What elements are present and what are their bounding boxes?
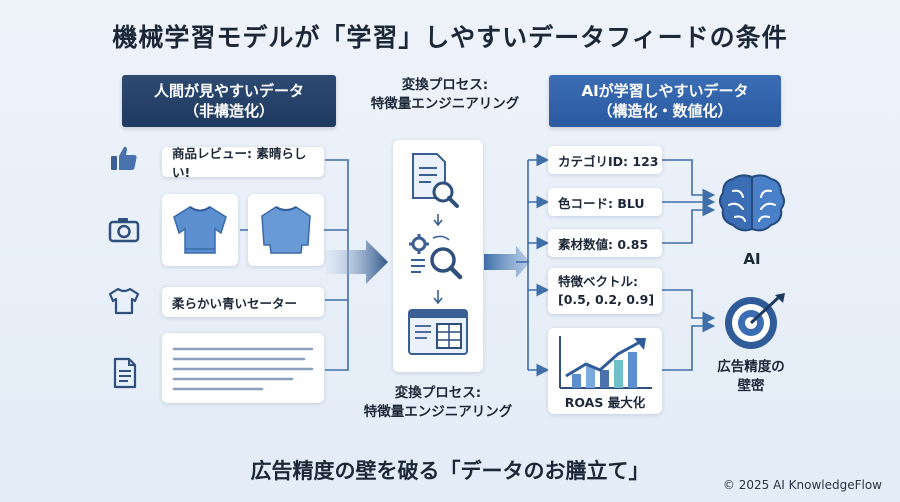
output-lines <box>662 159 716 371</box>
description-text: 柔らかい青いセーター <box>172 295 298 311</box>
copyright: © 2025 AI KnowledgeFlow <box>722 478 882 492</box>
ai-label: AI <box>743 250 761 268</box>
roas-chart-card: ROAS 最大化 <box>548 328 662 414</box>
process-title-bottom: 変換プロセス: 特徴量エンジニアリング <box>345 384 531 422</box>
document-search-icon <box>412 153 459 208</box>
output-big-arrow <box>484 246 530 278</box>
process-panel <box>393 140 483 372</box>
target-label: 広告精度の 壁密 <box>706 358 796 396</box>
category-id-card: カテゴリID: 123 <box>548 146 662 174</box>
material-value-card: 素材数値: 0.85 <box>548 229 662 257</box>
text-lines-icon <box>172 347 314 391</box>
bottom-title: 広告精度の壁を破る「データのお膳立て」 <box>250 459 650 483</box>
thumbs-up-icon <box>108 142 140 174</box>
left-header-line2: （非構造化） <box>183 102 274 120</box>
text-block-card <box>162 333 324 403</box>
description-card: 柔らかい青いセーター <box>162 287 324 317</box>
right-distributor-lines <box>516 153 550 377</box>
feature-vector-label: 特徴ベクトル: <box>558 274 638 289</box>
review-text: 商品レビュー: 素晴らしい! <box>172 146 307 180</box>
review-card: 商品レビュー: 素晴らしい! <box>162 146 324 180</box>
sweater-outline-icon <box>106 285 142 317</box>
sweater-photo-2 <box>248 194 324 266</box>
document-icon <box>110 355 140 391</box>
process-bottom-line1: 変換プロセス: <box>394 385 482 401</box>
process-top-line2: 特徴量エンジニアリング <box>370 96 520 112</box>
target-label-line2: 壁密 <box>737 378 765 394</box>
sweater-image-icon <box>261 206 311 254</box>
input-big-arrow <box>325 240 388 284</box>
right-header-line1: AIが学習しやすいデータ <box>581 82 749 100</box>
color-code-card: 色コード: BLU <box>548 188 662 216</box>
roas-label: ROAS 最大化 <box>564 395 646 410</box>
process-title-top: 変換プロセス: 特徴量エンジニアリング <box>355 76 535 114</box>
page-title: 機械学習モデルが「学習」しやすいデータフィードの条件 <box>112 23 788 52</box>
right-header-line2: （構造化・数値化） <box>597 102 733 120</box>
growth-chart-icon <box>559 336 652 389</box>
structured-data-header: AIが学習しやすいデータ （構造化・数値化） <box>549 75 781 127</box>
gear-search-icon <box>409 234 463 280</box>
process-steps-icon <box>408 153 468 355</box>
category-id-text: カテゴリID: 123 <box>558 153 659 169</box>
process-bottom-line2: 特徴量エンジニアリング <box>363 404 513 420</box>
unstructured-data-header: 人間が見やすいデータ （非構造化） <box>122 75 336 127</box>
material-value-text: 素材数値: 0.85 <box>558 236 649 252</box>
camera-icon <box>107 212 141 246</box>
process-top-line1: 変換プロセス: <box>401 77 489 93</box>
sweater-image-icon <box>173 206 227 254</box>
table-window-icon <box>408 309 468 355</box>
sweater-photo-1 <box>162 194 238 266</box>
feature-vector-card: 特徴ベクトル: [0.5, 0.2, 0.9] <box>548 268 662 314</box>
left-header-line1: 人間が見やすいデータ <box>153 82 304 100</box>
color-code-text: 色コード: BLU <box>558 195 645 211</box>
brain-icon <box>714 170 790 238</box>
target-label-line1: 広告精度の <box>717 359 785 375</box>
target-icon <box>720 290 790 352</box>
feature-vector-values: [0.5, 0.2, 0.9] <box>558 292 655 307</box>
